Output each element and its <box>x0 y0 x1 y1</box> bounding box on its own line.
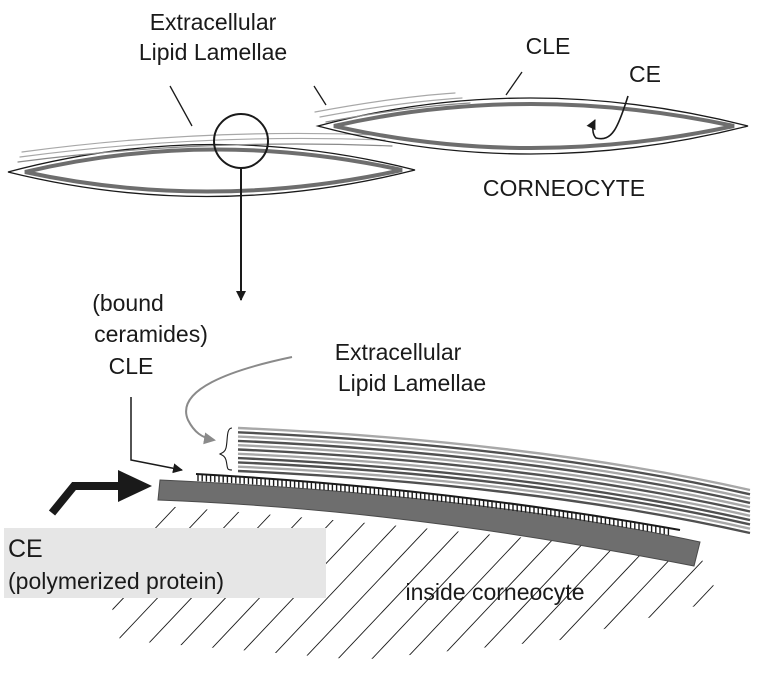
ce-label-highlight <box>4 528 326 598</box>
top-cle-label: CLE <box>526 33 571 59</box>
cell-envelope-band <box>157 479 701 567</box>
right-corneocyte-outline <box>315 97 749 155</box>
bound-ceramides-label-line2: ceramides) <box>94 321 208 347</box>
left-corneocyte-outline <box>7 143 416 198</box>
top-lamellae-label-line2: Lipid Lamellae <box>139 39 287 65</box>
inside-corneocyte-label: inside corneocyte <box>406 579 585 605</box>
lipid-lamella <box>237 456 751 522</box>
leader-lamellae-left <box>169 85 193 127</box>
ce-bold-arrow <box>48 482 126 516</box>
right-lipid-lamellae <box>314 92 471 123</box>
lipid-lamella <box>237 461 751 526</box>
lipid-lamella <box>237 469 751 535</box>
left-corneocyte-envelope <box>24 147 403 194</box>
detail-cle-label: CLE <box>109 353 154 379</box>
cle-leader-arrow <box>130 397 183 474</box>
top-lamellae-label-line1: Extracellular <box>150 9 277 35</box>
top-ce-label: CE <box>629 61 661 87</box>
lipid-lamella <box>237 444 751 509</box>
lipid-lamella <box>237 431 751 496</box>
bound-ceramides-label-line1: (bound <box>92 290 164 316</box>
hatch-line <box>249 505 421 660</box>
lipid-lamella <box>237 448 751 513</box>
lipid-lamella <box>237 435 751 500</box>
hatch-line <box>657 505 720 660</box>
lamellae-brace <box>218 427 233 471</box>
detail-ce-label: CE <box>8 535 43 563</box>
lipid-lamella <box>237 439 751 505</box>
detail-lamellae-label-line1: Extracellular <box>335 339 462 365</box>
left-lipid-lamellae <box>17 132 393 163</box>
detail-lamellae-label-line2: Lipid Lamellae <box>338 370 486 396</box>
lipid-lamella <box>237 426 751 492</box>
right-corneocyte-envelope <box>333 102 735 150</box>
hatch-line <box>283 505 455 660</box>
magnifier-circle <box>213 113 269 169</box>
hatch-line <box>691 505 720 660</box>
corneocyte-label: CORNEOCYTE <box>483 175 645 201</box>
bound-ceramides-layer <box>197 474 670 535</box>
leader-cle-top <box>505 71 523 96</box>
leader-lamellae-right <box>313 85 327 106</box>
lipid-lamella <box>237 465 751 530</box>
lipid-lamella <box>237 452 751 517</box>
bound-ceramides-line <box>195 473 681 531</box>
ce-curved-arrow <box>586 95 629 140</box>
polymerized-protein-label: (polymerized protein) <box>8 568 224 594</box>
hatch-line <box>760 500 764 679</box>
extracellular-lamellae-stack <box>237 426 751 535</box>
ce-bold-arrowhead <box>118 470 152 502</box>
lamellae-curved-arrow <box>185 356 293 445</box>
